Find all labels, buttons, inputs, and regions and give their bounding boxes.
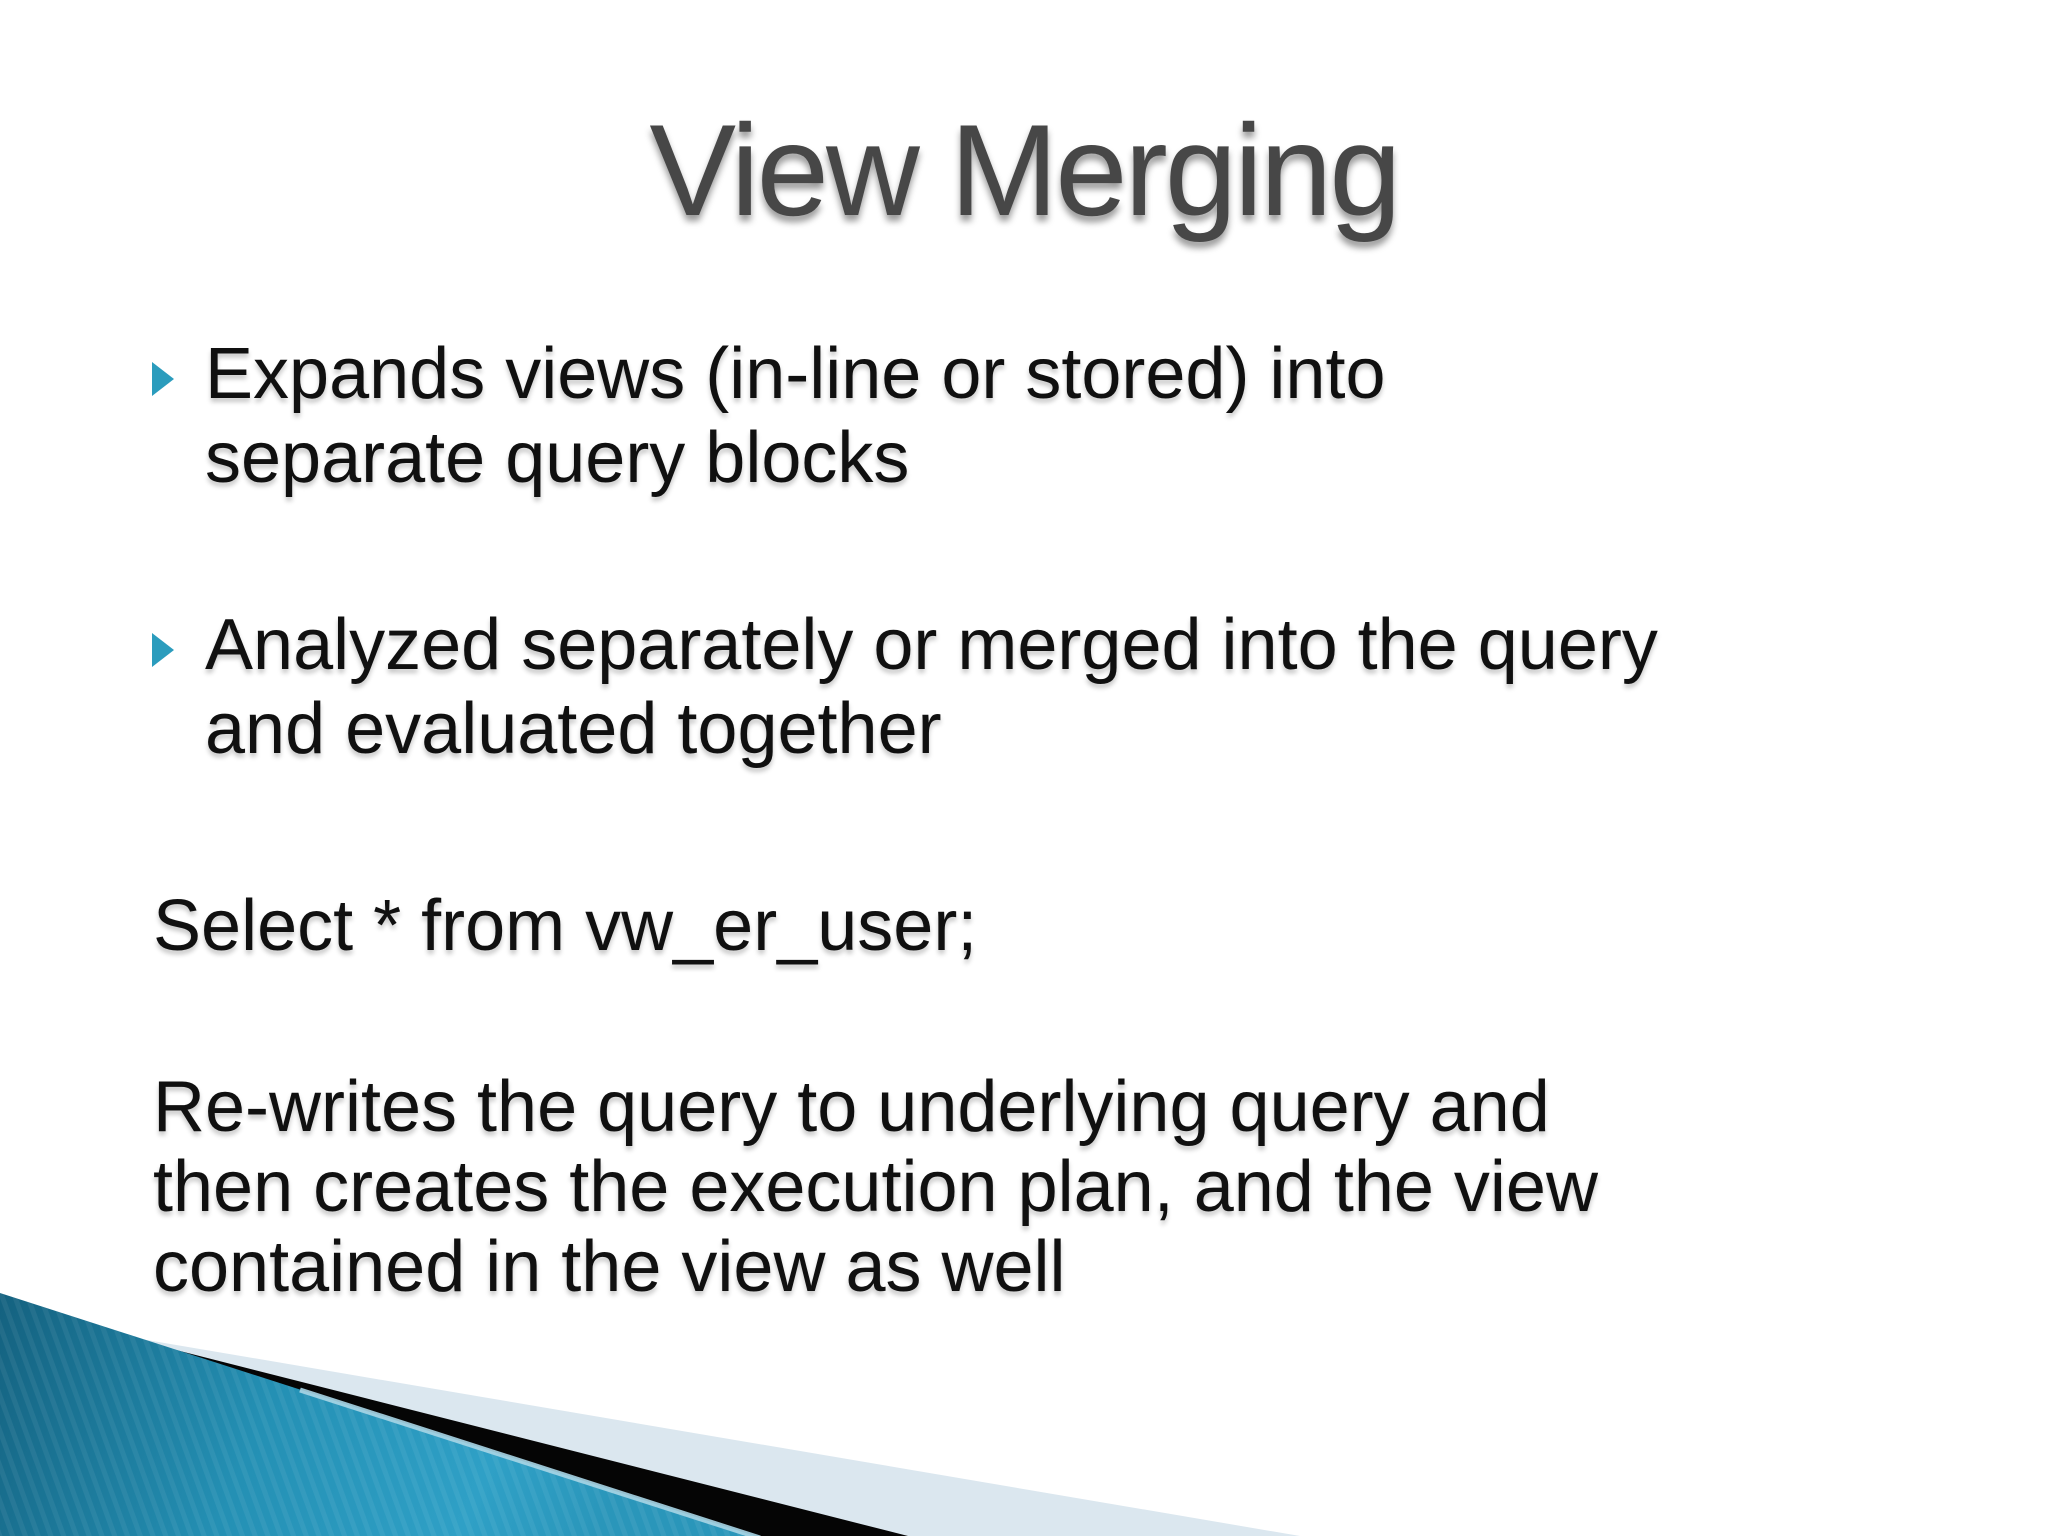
bullet-item-analyzed-separately: Analyzed separately or merged into the q… bbox=[150, 603, 1658, 771]
body-paragraph: Re-writes the query to underlying query … bbox=[153, 1067, 1598, 1307]
teal-wedge-texture bbox=[0, 1293, 755, 1536]
black-stripe-accent bbox=[117, 1335, 908, 1536]
bullet-line: separate query blocks bbox=[205, 418, 910, 498]
bullet-line: Analyzed separately or merged into the q… bbox=[205, 605, 1658, 685]
bullet-line: Expands views (in-line or stored) into bbox=[205, 334, 1386, 414]
bullet-line: and evaluated together bbox=[205, 689, 942, 769]
pale-wedge bbox=[0, 1315, 1300, 1536]
paragraph-line: contained in the view as well bbox=[153, 1227, 1066, 1307]
bullet-item-expands-views: Expands views (in-line or stored) into s… bbox=[150, 332, 1386, 500]
teal-wedge bbox=[0, 1293, 755, 1536]
sql-query-text: Select * from vw_er_user; bbox=[153, 886, 978, 966]
teal-edge-highlight-line bbox=[299, 1387, 761, 1536]
bullet-arrow-icon bbox=[152, 362, 174, 396]
paragraph-line: then creates the execution plan, and the… bbox=[153, 1147, 1598, 1227]
paragraph-line: Re-writes the query to underlying query … bbox=[153, 1067, 1550, 1147]
page-title: View Merging bbox=[649, 97, 1401, 243]
bullet-arrow-icon bbox=[152, 633, 174, 667]
